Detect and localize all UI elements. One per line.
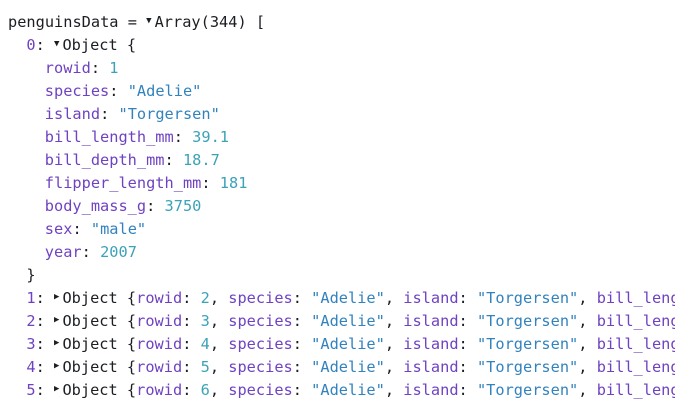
field-value: "Torgersen"	[118, 105, 220, 123]
field-row: flipper_length_mm: 181	[44, 174, 248, 192]
field-value: 18.7	[182, 151, 220, 169]
field-key: island	[403, 335, 459, 353]
collapsed-row[interactable]: 4: ▶Object {rowid: 5, species: "Adelie",…	[8, 356, 675, 379]
field-key: rowid	[136, 335, 183, 353]
row-index: 3	[26, 335, 36, 353]
field-key: island	[403, 289, 459, 307]
collapsed-row[interactable]: 2: ▶Object {rowid: 3, species: "Adelie",…	[8, 310, 675, 333]
field-value: "Torgersen"	[476, 381, 579, 399]
field-key: sex	[44, 220, 73, 238]
field-key: rowid	[136, 312, 183, 330]
field-value: 3	[200, 312, 210, 330]
field-key: bill_length_mm	[596, 358, 675, 376]
field-key: rowid	[136, 381, 183, 399]
field-value: "Adelie"	[311, 289, 385, 307]
field-value: "male"	[90, 220, 147, 238]
field-key: body_mass_g	[44, 197, 147, 215]
field-value: "Adelie"	[311, 358, 385, 376]
triangle-right-icon[interactable]: ▶	[54, 292, 60, 302]
field-row: bill_length_mm: 39.1	[44, 128, 229, 146]
field-value: "Adelie"	[127, 82, 202, 100]
collapsed-row[interactable]: 3: ▶Object {rowid: 4, species: "Adelie",…	[8, 333, 675, 356]
field-key: bill_length_mm	[596, 289, 675, 307]
row-index: 5	[26, 381, 36, 399]
field-key: bill_length_mm	[596, 312, 675, 330]
field-value: 2007	[100, 243, 137, 261]
field-row: species: "Adelie"	[44, 82, 202, 100]
field-key: species	[44, 82, 110, 100]
field-row: sex: "male"	[44, 220, 147, 238]
field-key: year	[44, 243, 82, 261]
row-index: 2	[26, 312, 36, 330]
field-key: species	[228, 335, 293, 353]
row-index: 1	[26, 289, 36, 307]
field-key: bill_depth_mm	[44, 151, 165, 169]
field-key: rowid	[44, 59, 91, 77]
field-key: species	[228, 312, 293, 330]
triangle-down-icon[interactable]: ▼	[54, 39, 60, 49]
field-value: 2	[200, 289, 210, 307]
field-value: 181	[219, 174, 248, 192]
field-value: "Adelie"	[311, 335, 385, 353]
field-row: island: "Torgersen"	[44, 105, 220, 123]
array-header[interactable]: penguinsData = ▼Array(344) [	[8, 11, 675, 34]
field-key: island	[44, 105, 101, 123]
collapsed-row[interactable]: 1: ▶Object {rowid: 2, species: "Adelie",…	[8, 287, 675, 310]
field-value: "Adelie"	[311, 312, 385, 330]
field-key: rowid	[136, 358, 183, 376]
field-row: bill_depth_mm: 18.7	[44, 151, 220, 169]
field-row: body_mass_g: 3750	[44, 197, 202, 215]
collapsed-row[interactable]: 5: ▶Object {rowid: 6, species: "Adelie",…	[8, 379, 675, 402]
field-key: species	[228, 381, 293, 399]
field-value: "Adelie"	[311, 381, 385, 399]
field-key: bill_length_mm	[44, 128, 174, 146]
row-index: 4	[26, 358, 36, 376]
field-key: flipper_length_mm	[44, 174, 202, 192]
field-key: species	[228, 289, 293, 307]
field-value: "Torgersen"	[476, 289, 579, 307]
triangle-right-icon[interactable]: ▶	[54, 338, 60, 348]
field-value: "Torgersen"	[476, 312, 579, 330]
field-value: 6	[200, 381, 210, 399]
triangle-right-icon[interactable]: ▶	[54, 384, 60, 394]
field-key: island	[403, 381, 459, 399]
field-value: 4	[200, 335, 210, 353]
field-value: 1	[109, 59, 119, 77]
field-key: bill_length_mm	[596, 381, 675, 399]
field-key: island	[403, 358, 459, 376]
object-type: Object	[62, 36, 118, 54]
field-key: island	[403, 312, 459, 330]
closing-brace: }	[26, 266, 36, 284]
field-key: rowid	[136, 289, 183, 307]
triangle-down-icon[interactable]: ▼	[146, 16, 152, 26]
field-row: year: 2007	[44, 243, 137, 261]
field-value: 3750	[164, 197, 202, 215]
field-key: species	[228, 358, 293, 376]
field-value: 39.1	[192, 128, 229, 146]
field-row: rowid: 1	[44, 59, 119, 77]
field-key: bill_length_mm	[596, 335, 675, 353]
field-value: "Torgersen"	[476, 335, 579, 353]
triangle-right-icon[interactable]: ▶	[54, 315, 60, 325]
triangle-right-icon[interactable]: ▶	[54, 361, 60, 371]
expanded-row-header[interactable]: 0: ▼Object {	[8, 34, 675, 57]
field-value: 5	[200, 358, 210, 376]
variable-name: penguinsData	[8, 13, 119, 31]
row-index: 0	[26, 36, 36, 54]
field-value: "Torgersen"	[476, 358, 579, 376]
array-label: Array(344)	[154, 13, 247, 31]
